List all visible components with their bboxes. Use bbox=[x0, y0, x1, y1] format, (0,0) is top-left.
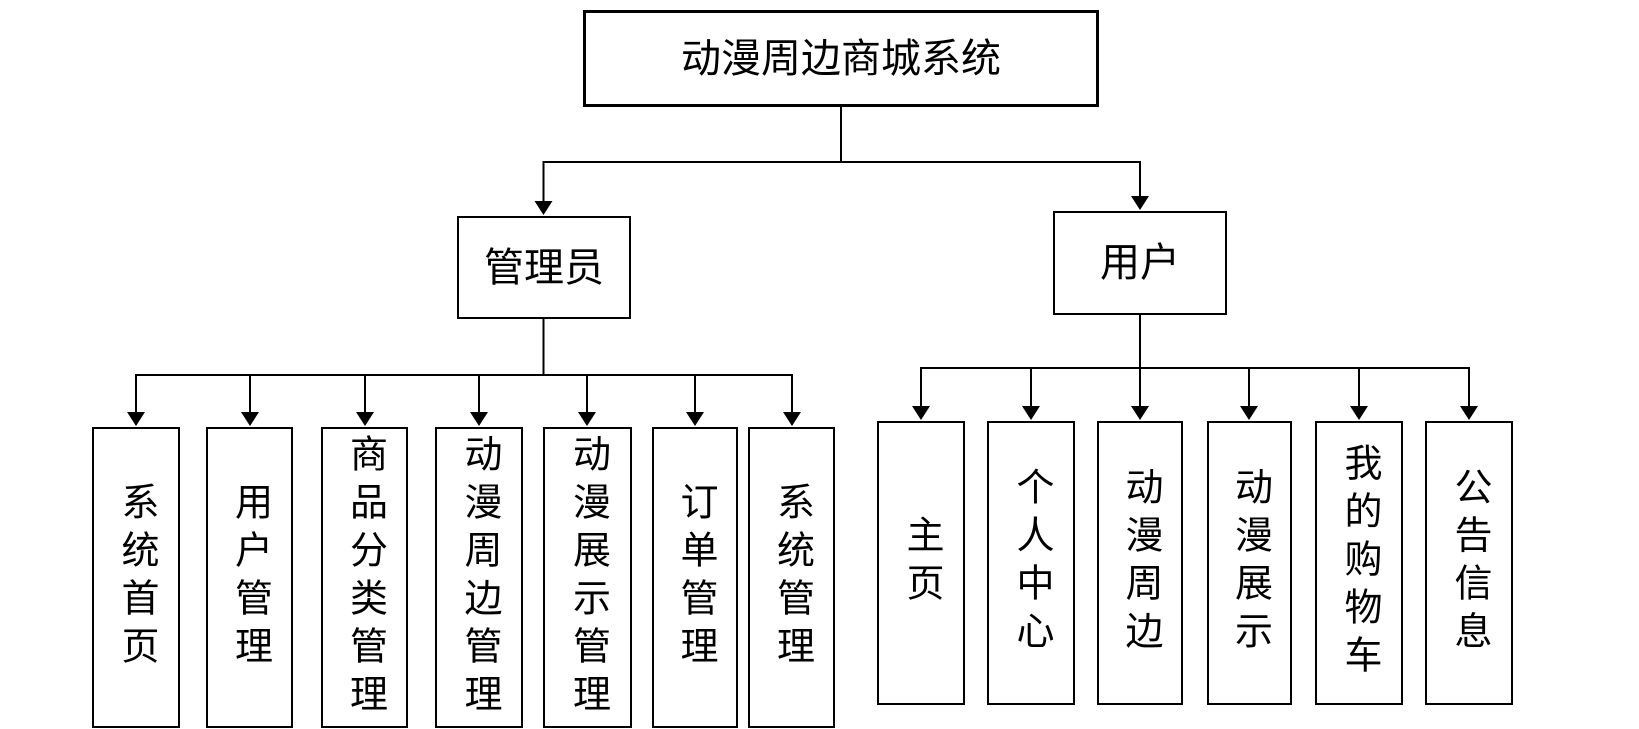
node-home: 主页 bbox=[877, 421, 965, 705]
node-my-cart-label: 我的购物车 bbox=[1338, 443, 1380, 683]
node-user-management: 用户管理 bbox=[206, 427, 293, 728]
node-anime-display-management: 动漫展示管理 bbox=[543, 427, 632, 728]
connector-root-split bbox=[543, 107, 1141, 163]
node-system-management: 系统管理 bbox=[748, 427, 835, 728]
node-announcement-info: 公告信息 bbox=[1425, 421, 1513, 705]
node-personal-center: 个人中心 bbox=[987, 421, 1075, 705]
node-user-label: 用户 bbox=[1100, 241, 1180, 285]
node-home-label: 主页 bbox=[900, 515, 942, 611]
node-anime-display-management-label: 动漫展示管理 bbox=[566, 433, 609, 722]
node-system-management-label: 系统管理 bbox=[770, 481, 813, 674]
node-anime-display-label: 动漫展示 bbox=[1228, 467, 1271, 659]
node-anime-merch-management-label: 动漫周边管理 bbox=[458, 433, 500, 722]
node-product-category-management: 商品分类管理 bbox=[321, 427, 408, 728]
connector-to-admin bbox=[534, 161, 553, 215]
node-user-management-label: 用户管理 bbox=[228, 481, 271, 674]
node-root-label: 动漫周边商城系统 bbox=[681, 36, 1001, 81]
node-system-home-label: 系统首页 bbox=[115, 481, 157, 674]
node-anime-display: 动漫展示 bbox=[1207, 421, 1292, 705]
node-anime-merch: 动漫周边 bbox=[1097, 421, 1183, 705]
node-product-category-management-label: 商品分类管理 bbox=[343, 433, 386, 722]
node-announcement-info-label: 公告信息 bbox=[1448, 467, 1490, 659]
connector-to-user-children bbox=[912, 367, 1478, 420]
connector-to-user bbox=[1131, 161, 1149, 210]
node-admin: 管理员 bbox=[457, 216, 631, 319]
node-personal-center-label: 个人中心 bbox=[1010, 467, 1052, 659]
connector-user-split bbox=[920, 315, 1470, 369]
node-my-cart: 我的购物车 bbox=[1315, 421, 1403, 705]
connector-admin-split bbox=[135, 319, 793, 376]
node-anime-merch-management: 动漫周边管理 bbox=[435, 427, 523, 728]
node-user: 用户 bbox=[1053, 211, 1227, 315]
node-root: 动漫周边商城系统 bbox=[583, 10, 1099, 107]
node-anime-merch-label: 动漫周边 bbox=[1119, 467, 1161, 659]
node-order-management: 订单管理 bbox=[652, 427, 738, 728]
node-order-management-label: 订单管理 bbox=[674, 481, 716, 674]
connector-to-admin-children bbox=[127, 374, 801, 426]
node-system-home: 系统首页 bbox=[92, 427, 180, 728]
node-admin-label: 管理员 bbox=[484, 245, 604, 290]
